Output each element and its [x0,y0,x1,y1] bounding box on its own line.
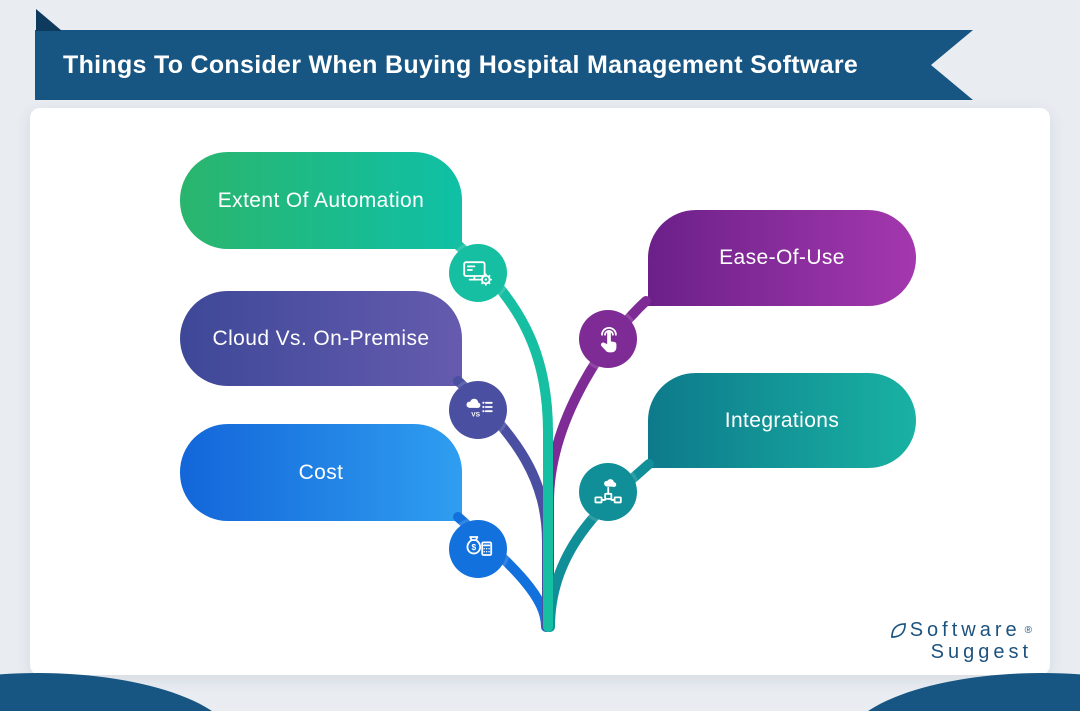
ribbon-fold [36,9,62,31]
bubble-ease-of-use: Ease-Of-Use [648,210,916,306]
bubble-label: Integrations [724,408,840,432]
integrations-node [579,463,637,521]
network-integration-icon [594,479,622,504]
softwaresuggest-logo: Software® Suggest [890,619,1032,663]
dollar-glyph: $ [471,542,476,552]
title-ribbon: Things To Consider When Buying Hospital … [35,30,973,100]
cost-node: $ [449,520,507,578]
bottom-left-corner-shape [0,673,238,711]
bubble-label: Cost [298,460,344,484]
logo-word-suggest: Suggest [930,641,1032,663]
bubble-label: Ease-Of-Use [719,246,845,269]
bubble-cost: Cost [180,424,462,521]
registered-mark: ® [1024,624,1032,636]
logo-leaf-icon [890,622,906,638]
logo-line-2: Suggest [891,641,1032,663]
cost-icon: $ [466,536,493,556]
tap-hand-icon [600,326,617,353]
bubble-integrations: Integrations [648,373,916,468]
logo-word-software: Software [909,619,1021,641]
page-title: Things To Consider When Buying Hospital … [63,50,859,79]
ease-of-use-node [579,310,637,368]
cloud-vs-node: VS [449,381,507,439]
logo-line-1: Software® [890,619,1032,641]
bubble-label: Cloud Vs. On-Premise [212,326,430,350]
bubble-label: Extent Of Automation [217,188,425,212]
vs-label: VS [471,412,480,419]
bubble-extent-of-automation: Extent Of Automation [180,152,462,249]
cloud-vs-onpremise-icon: VS [466,398,493,419]
bottom-right-corner-shape [842,673,1080,711]
automation-node [449,244,507,302]
bubble-cloud-vs-on-premise: Cloud Vs. On-Premise [180,291,462,386]
automation-icon [463,261,492,286]
